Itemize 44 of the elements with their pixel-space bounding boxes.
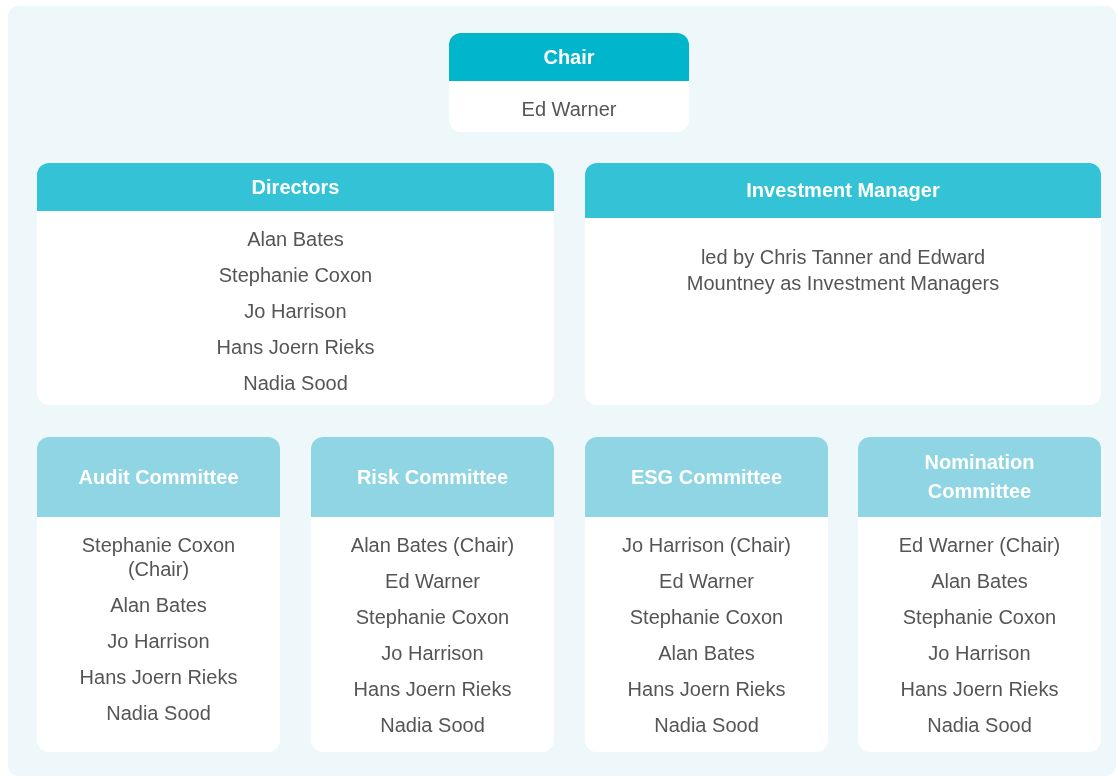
member-name: Nadia Sood [927,713,1032,737]
org-card [311,437,554,752]
member-name: Jo Harrison [928,641,1031,665]
member-name: Nadia Sood [654,713,759,737]
member-name: Ed Warner [659,569,754,593]
member-name: Jo Harrison (Chair) [622,533,791,557]
member-name: Jo Harrison [244,299,347,323]
member-name: Nadia Sood [106,701,211,725]
member-name: Hans Joern Rieks [900,677,1059,701]
org-card [585,163,1101,405]
member-name: Alan Bates [110,593,207,617]
member-name: Hans Joern Rieks [79,665,238,689]
member-name: Hans Joern Rieks [353,677,512,701]
member-name: Alan Bates (Chair) [350,533,515,557]
member-name: Hans Joern Rieks [627,677,786,701]
card-heading: Investment Manager [585,163,1101,218]
card-heading: ESG Committee [585,437,828,517]
card-heading: Nomination Committee [858,437,1101,517]
member-name: Nadia Sood [380,713,485,737]
org-card [585,437,828,752]
member-name: Stephanie Coxon [902,605,1057,629]
member-name: Alan Bates [247,227,344,251]
org-card [37,163,554,405]
org-card [37,437,280,752]
member-name: Ed Warner (Chair) [898,533,1061,557]
member-name: Jo Harrison [107,629,210,653]
description-text: led by Chris Tanner and Edward Mountney as Investment Managers [685,245,1001,296]
member-name: Nadia Sood [243,371,348,395]
card-heading: Audit Committee [37,437,280,517]
member-name: Alan Bates [658,641,755,665]
member-name: Alan Bates [931,569,1028,593]
card-heading: Directors [37,163,554,211]
member-name: Stephanie Coxon [218,263,373,287]
member-name: Ed Warner [521,97,617,121]
card-heading: Risk Committee [311,437,554,517]
member-name: Hans Joern Rieks [216,335,375,359]
card-heading: Chair [449,33,689,81]
member-name: Stephanie Coxon (Chair) [80,533,237,581]
member-name: Jo Harrison [381,641,484,665]
member-name: Stephanie Coxon [629,605,784,629]
member-name: Ed Warner [385,569,480,593]
org-card [449,33,689,132]
org-card [858,437,1101,752]
member-name: Stephanie Coxon [355,605,510,629]
